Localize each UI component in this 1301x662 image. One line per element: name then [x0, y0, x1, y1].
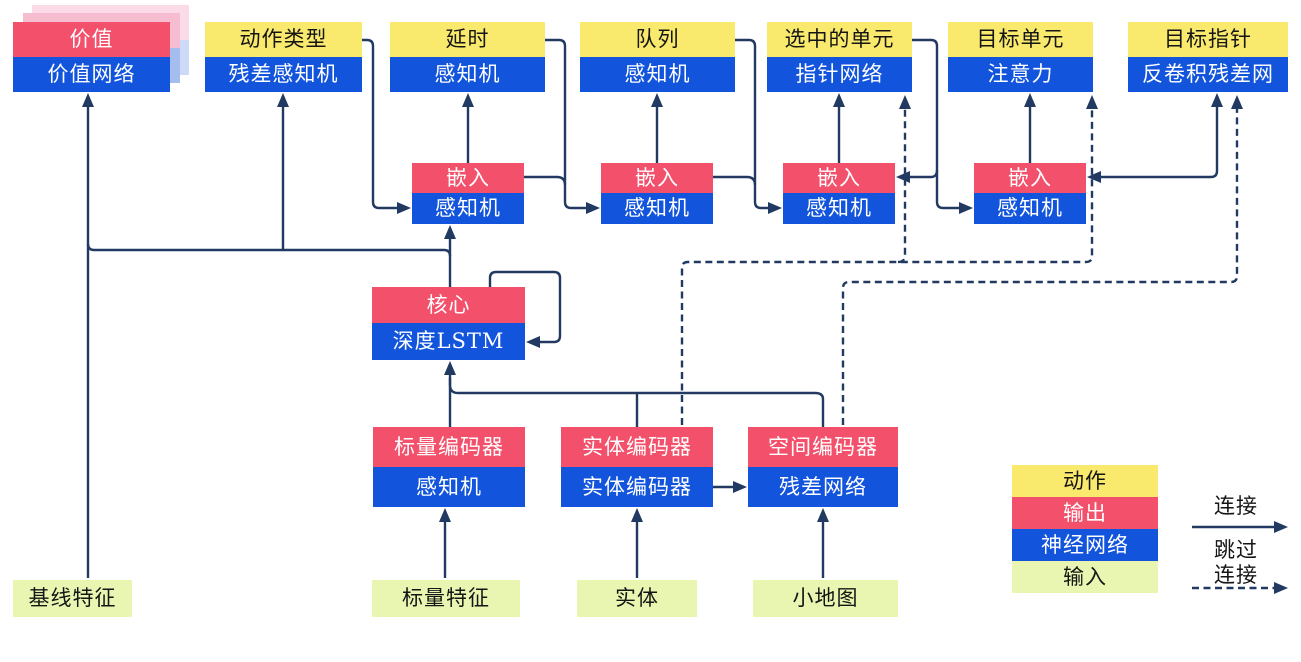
wire-action-type-to-embed1 [362, 38, 411, 214]
legend-neural-network-label: 神经网络 [1012, 529, 1158, 561]
scalar-encoder-label: 标量编码器 [373, 427, 525, 467]
spatial-encoder-label: 空间编码器 [748, 427, 898, 467]
value-network-label: 价值网络 [13, 57, 170, 92]
target-pointer-label: 目标指针 [1128, 22, 1288, 57]
embed4-network-label: 感知机 [974, 193, 1086, 224]
core-label: 核心 [372, 287, 525, 323]
node-minimap: 小地图 [753, 580, 898, 617]
node-core: 核心 深度LSTM [372, 287, 525, 360]
legend-skip-line1: 跳过 [1214, 538, 1258, 562]
legend-swatch-neural-network: 神经网络 [1012, 529, 1158, 561]
skip-entity-encoder-to-pointer-network [897, 95, 911, 264]
entity-encoder-label: 实体编码器 [561, 427, 713, 467]
wire-embed1-forward-merge [524, 175, 567, 186]
embed2-network-label: 感知机 [601, 193, 713, 224]
target-unit-network-label: 注意力 [948, 57, 1093, 92]
embed3-label: 嵌入 [783, 163, 895, 193]
queue-network-label: 感知机 [580, 57, 735, 92]
node-target-pointer: 目标指针 反卷积残差网 [1128, 22, 1288, 92]
legend-swatch-output: 输出 [1012, 497, 1158, 529]
embed4-label: 嵌入 [974, 163, 1086, 193]
node-entities: 实体 [577, 580, 697, 617]
queue-label: 队列 [580, 22, 735, 57]
baseline-features-label: 基线特征 [13, 580, 132, 617]
node-scalar-features: 标量特征 [372, 580, 520, 617]
wire-core-output-left-bus [86, 243, 452, 257]
node-scalar-encoder: 标量编码器 感知机 [373, 427, 525, 507]
spatial-encoder-network-label: 残差网络 [748, 467, 898, 507]
wire-core-recurrent-loop [488, 270, 562, 348]
embed1-label: 嵌入 [412, 163, 524, 193]
legend-skip-line2: 连接 [1214, 563, 1258, 588]
skip-spatial-encoder-to-target-pointer [841, 95, 1243, 425]
wire-queue-to-embed3 [735, 38, 782, 214]
embed2-label: 嵌入 [601, 163, 713, 193]
legend-input-label: 输入 [1012, 561, 1158, 593]
legend-swatch-input: 输入 [1012, 561, 1158, 593]
wire-selected-units-branch-to-embed3 [896, 169, 939, 183]
core-network-label: 深度LSTM [372, 323, 525, 360]
selected-units-network-label: 指针网络 [767, 57, 912, 92]
wire-delay-to-embed2 [545, 38, 600, 214]
scalar-encoder-network-label: 感知机 [373, 467, 525, 507]
legend-output-label: 输出 [1012, 497, 1158, 529]
action-type-label: 动作类型 [205, 22, 362, 57]
node-target-unit: 目标单元 注意力 [948, 22, 1093, 92]
node-value: 价值 价值网络 [13, 22, 170, 92]
wire-selected-units-to-embed4 [912, 38, 973, 214]
minimap-label: 小地图 [753, 580, 898, 617]
action-type-network-label: 残差感知机 [205, 57, 362, 92]
node-embed-2: 嵌入 感知机 [601, 163, 713, 224]
selected-units-label: 选中的单元 [767, 22, 912, 57]
value-output-label: 价值 [13, 22, 170, 57]
wire-embed2-forward-merge [713, 175, 757, 186]
node-baseline-features: 基线特征 [13, 580, 132, 617]
delay-network-label: 感知机 [390, 57, 545, 92]
embed1-network-label: 感知机 [412, 193, 524, 224]
scalar-features-label: 标量特征 [372, 580, 520, 617]
target-pointer-network-label: 反卷积残差网 [1128, 57, 1288, 92]
legend-skip-connection-label: 跳过 连接 [1180, 538, 1292, 588]
target-unit-label: 目标单元 [948, 22, 1093, 57]
node-queue: 队列 感知机 [580, 22, 735, 92]
node-embed-4: 嵌入 感知机 [974, 163, 1086, 224]
legend-connection-label: 连接 [1214, 494, 1258, 518]
node-embed-1: 嵌入 感知机 [412, 163, 524, 224]
legend-action-label: 动作 [1012, 465, 1158, 497]
entity-encoder-network-label: 实体编码器 [561, 467, 713, 507]
entities-label: 实体 [577, 580, 697, 617]
embed3-network-label: 感知机 [783, 193, 895, 224]
legend-swatch-action: 动作 [1012, 465, 1158, 497]
wire-embed4-target-pointer-link [1087, 93, 1223, 183]
node-delay: 延时 感知机 [390, 22, 545, 92]
node-entity-encoder: 实体编码器 实体编码器 [561, 427, 713, 507]
node-selected-units: 选中的单元 指针网络 [767, 22, 912, 92]
node-embed-3: 嵌入 感知机 [783, 163, 895, 224]
node-action-type: 动作类型 残差感知机 [205, 22, 362, 92]
delay-label: 延时 [390, 22, 545, 57]
node-spatial-encoder: 空间编码器 残差网络 [748, 427, 898, 507]
